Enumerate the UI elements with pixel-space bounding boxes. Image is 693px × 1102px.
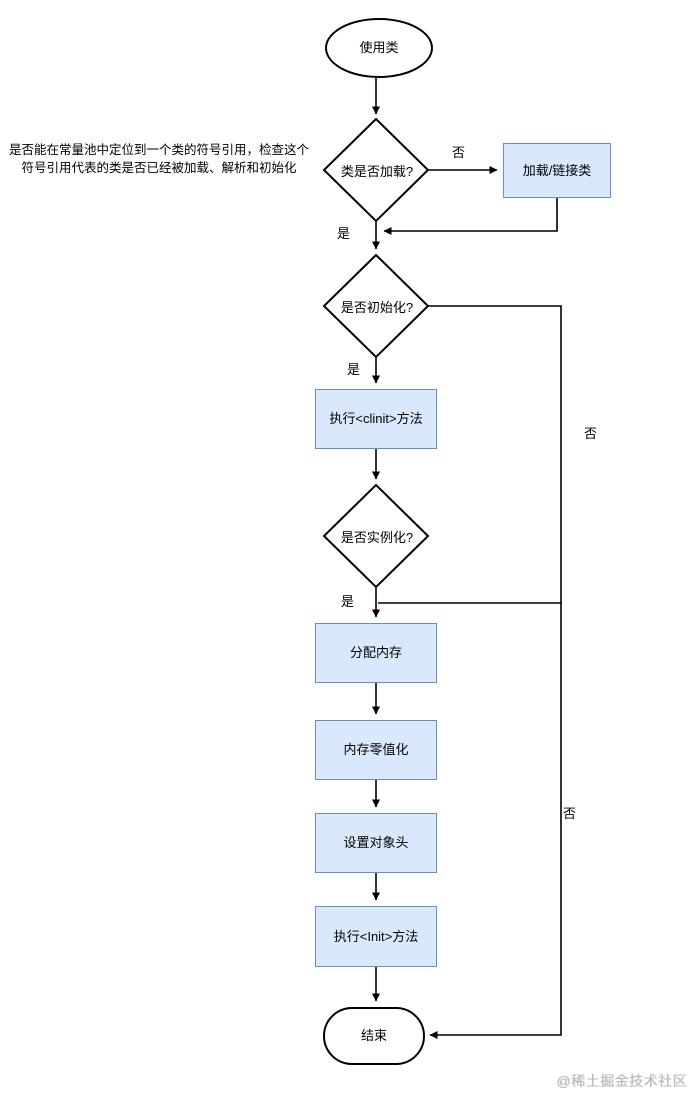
constant-pool-annotation: 是否能在常量池中定位到一个类的符号引用，检查这个 符号引用代表的类是否已经被加载… [8, 141, 310, 177]
edge-no-bypass-to-end [428, 305, 562, 1039]
watermark-text: @稀土掘金技术社区 [556, 1073, 687, 1089]
decision-label-instantiated: 是否实例化? [340, 529, 414, 545]
decision-diamond-initialized [322, 253, 430, 359]
start-node-use-class: 使用类 [325, 18, 433, 78]
branch-label-yes-1: 是 [336, 226, 352, 241]
decision-diamond-instantiated [322, 483, 430, 589]
branch-label-no-2: 否 [583, 426, 599, 441]
process-node-load-link-class: 加载/链接类 [503, 143, 611, 198]
decision-label-class-loaded: 类是否加载? [340, 163, 414, 179]
process-node-set-object-header: 设置对象头 [315, 813, 437, 873]
branch-label-yes-2: 是 [346, 362, 362, 377]
process-node-exec-init: 执行<Init>方法 [315, 906, 437, 967]
annotation-line-2: 符号引用代表的类是否已经被加载、解析和初始化 [21, 161, 297, 176]
process-node-allocate-memory: 分配内存 [315, 623, 437, 683]
branch-label-no-1: 否 [451, 145, 467, 160]
end-node: 结束 [323, 1007, 425, 1065]
branch-label-yes-3: 是 [340, 594, 356, 609]
edge-loadlink-return [383, 198, 558, 235]
decision-label-initialized: 是否初始化? [340, 299, 414, 315]
decision-diamond-loaded [322, 117, 430, 223]
process-node-exec-clinit: 执行<clinit>方法 [315, 389, 437, 449]
annotation-line-1: 是否能在常量池中定位到一个类的符号引用，检查这个 [8, 143, 309, 157]
process-node-zero-memory: 内存零值化 [315, 720, 437, 780]
branch-label-no-3: 否 [562, 806, 578, 821]
